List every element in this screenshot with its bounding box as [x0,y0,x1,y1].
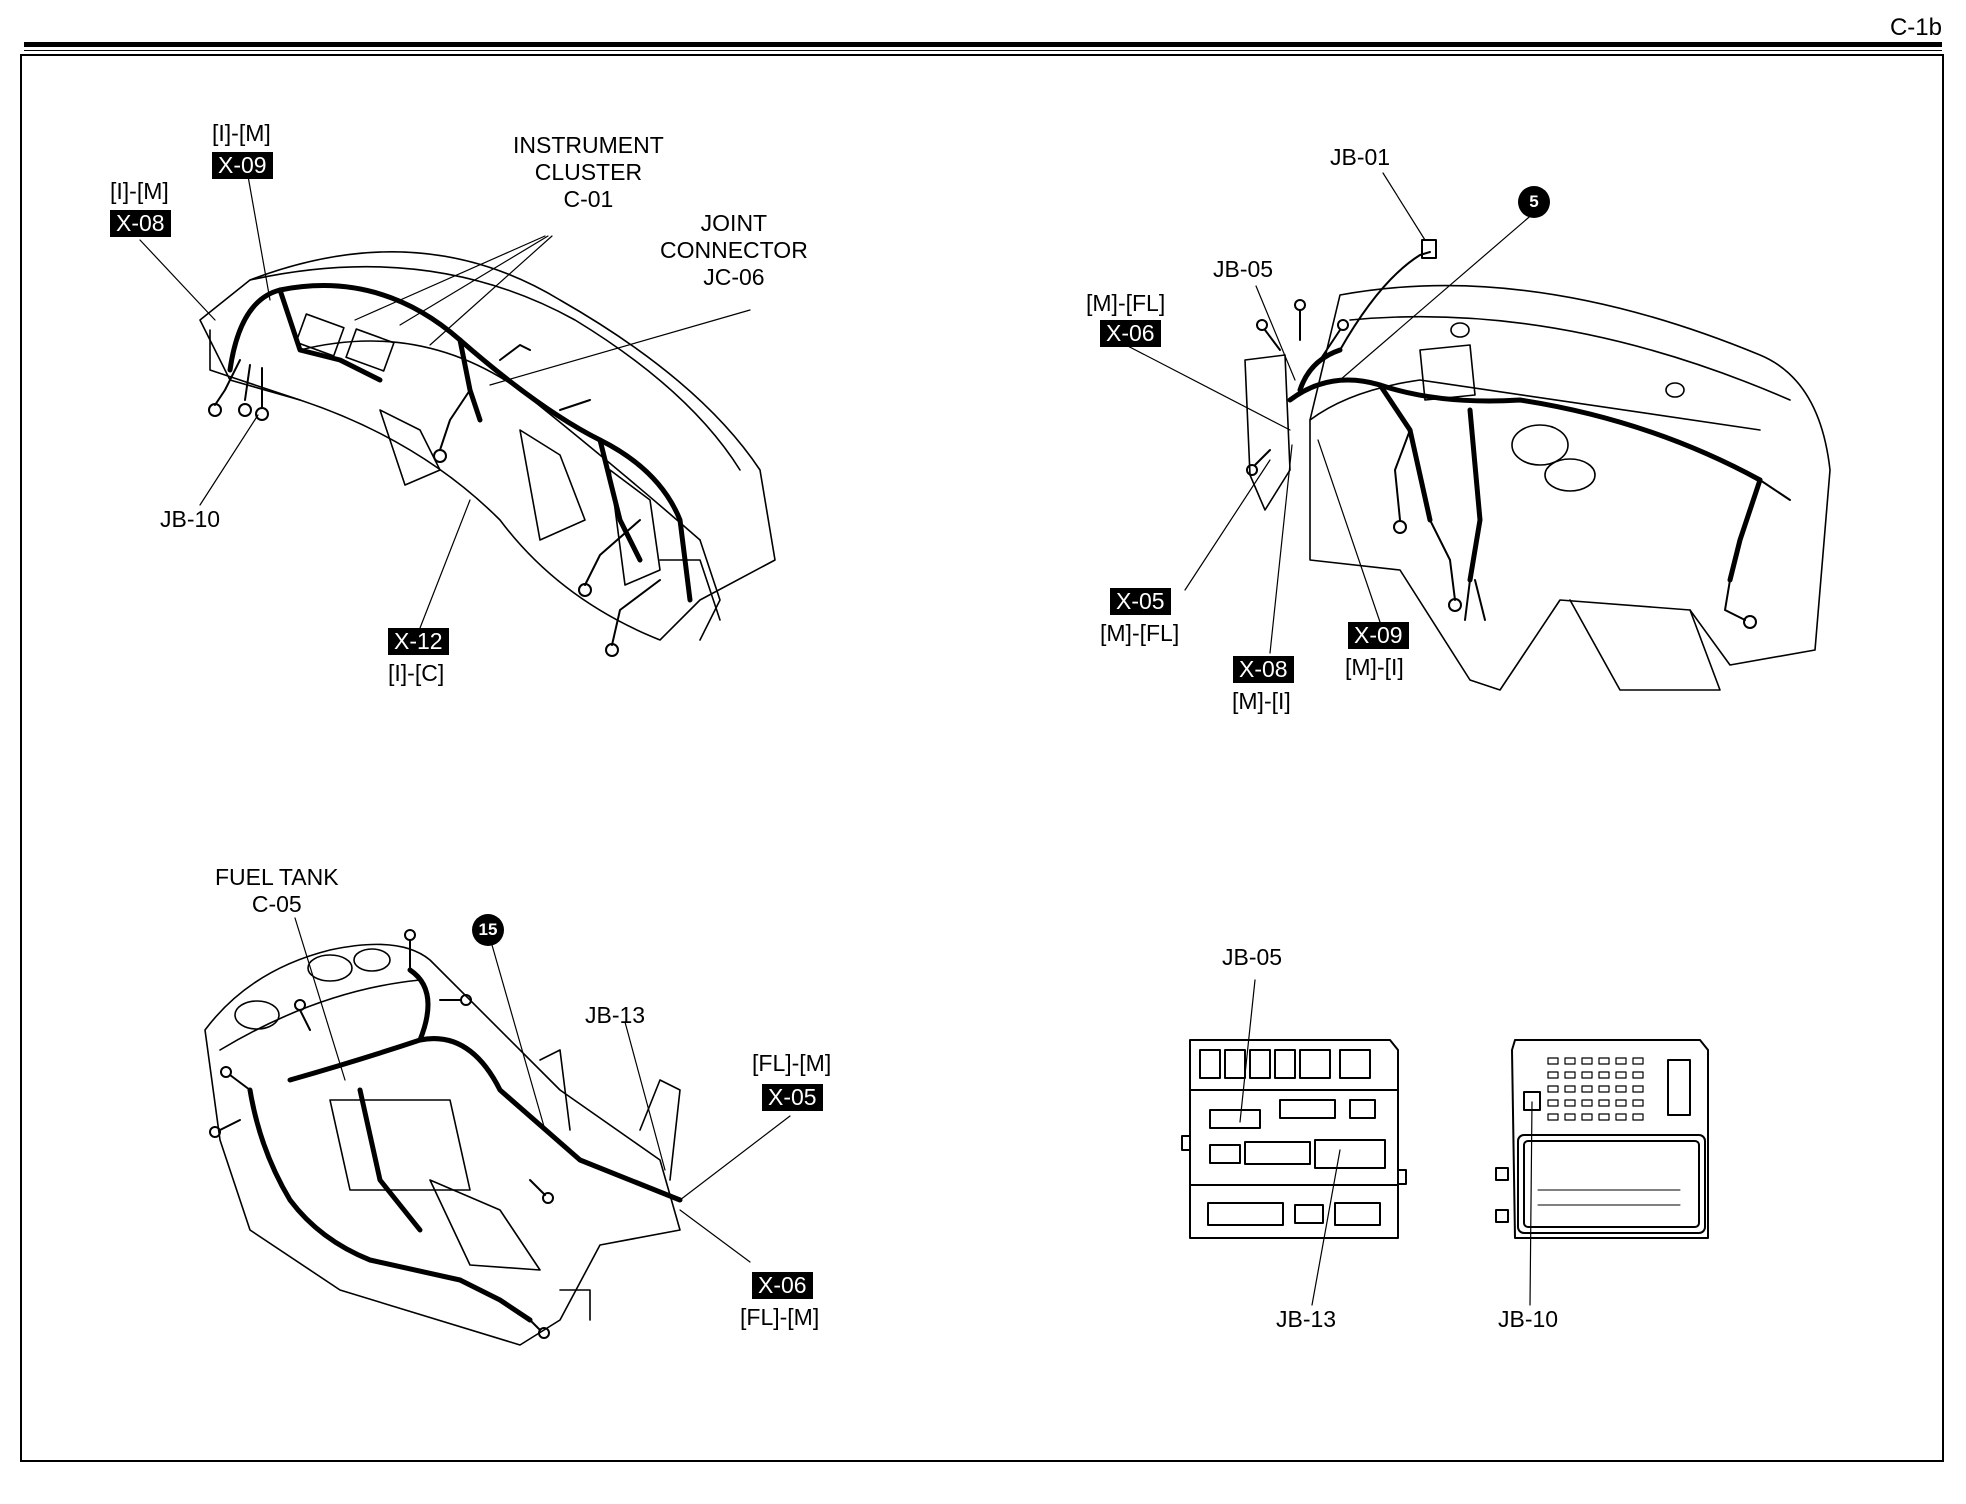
x09-connector-code-main: X-09 [1348,622,1409,649]
instrument-cluster-label: INSTRUMENT CLUSTER C-01 [513,132,664,212]
floor-harness [247,967,683,1323]
joint-connector-label: JOINT CONNECTOR JC-06 [660,210,808,290]
x05-floor-route-label: [FL]-[M] [752,1050,832,1076]
x09-connector-code: X-09 [212,152,273,179]
jb13-block-label: JB-13 [1276,1306,1337,1332]
junction-block-jb10 [1495,1039,1709,1239]
bottom-left-leader-lines [294,917,791,1263]
x09-route-label-main: [M]-[I] [1345,654,1404,680]
bottom-right-leader-lines [1239,979,1533,1306]
x08-route-label: [I]-[M] [110,178,169,204]
instrument-panel-branches [208,344,661,657]
junction-block-jb05 [1181,1039,1407,1239]
jb10-label: JB-10 [160,506,221,532]
jb05-block-label: JB-05 [1222,944,1283,970]
x06-connector-code: X-06 [1100,320,1161,347]
main-harness-branches [1246,239,1791,629]
jb05-label: JB-05 [1213,256,1274,282]
main-harness-drawing [1244,284,1831,691]
x12-connector-code: X-12 [388,628,449,655]
x05-connector-code: X-05 [1110,588,1171,615]
x05-floor-connector-code: X-05 [762,1084,823,1111]
jb01-label: JB-01 [1330,144,1391,170]
x06-route-label: [M]-[FL] [1086,290,1166,316]
diagram-frame [20,54,1944,1462]
x06-floor-connector-code: X-06 [752,1272,813,1299]
header-rule [24,42,1942,47]
jb10-block-label: JB-10 [1498,1306,1559,1332]
x08-connector-code: X-08 [110,210,171,237]
top-right-leader-lines [1121,172,1536,654]
fuel-tank-label: FUEL TANK C-05 [215,864,339,917]
x06-floor-route-label: [FL]-[M] [740,1304,820,1330]
jb13-floor-label: JB-13 [585,1002,646,1028]
x12-route-label: [I]-[C] [388,660,445,686]
circuit-badge-5: 5 [1518,186,1550,218]
floor-harness-drawing [204,943,681,1346]
header-rule-thin [24,50,1942,51]
page-id: C-1b [1889,14,1942,41]
x08-route-label-main: [M]-[I] [1232,688,1291,714]
instrument-panel-harness [227,283,693,603]
x09-route-label: [I]-[M] [212,120,271,146]
jb10-fuse-grid [1547,1057,1644,1121]
floor-harness-branches [209,929,554,1339]
top-left-leader-lines [139,175,751,629]
x08-connector-code-main: X-08 [1233,656,1294,683]
main-harness [1287,347,1763,583]
circuit-badge-15: 15 [472,914,504,946]
x05-route-label: [M]-[FL] [1100,620,1180,646]
